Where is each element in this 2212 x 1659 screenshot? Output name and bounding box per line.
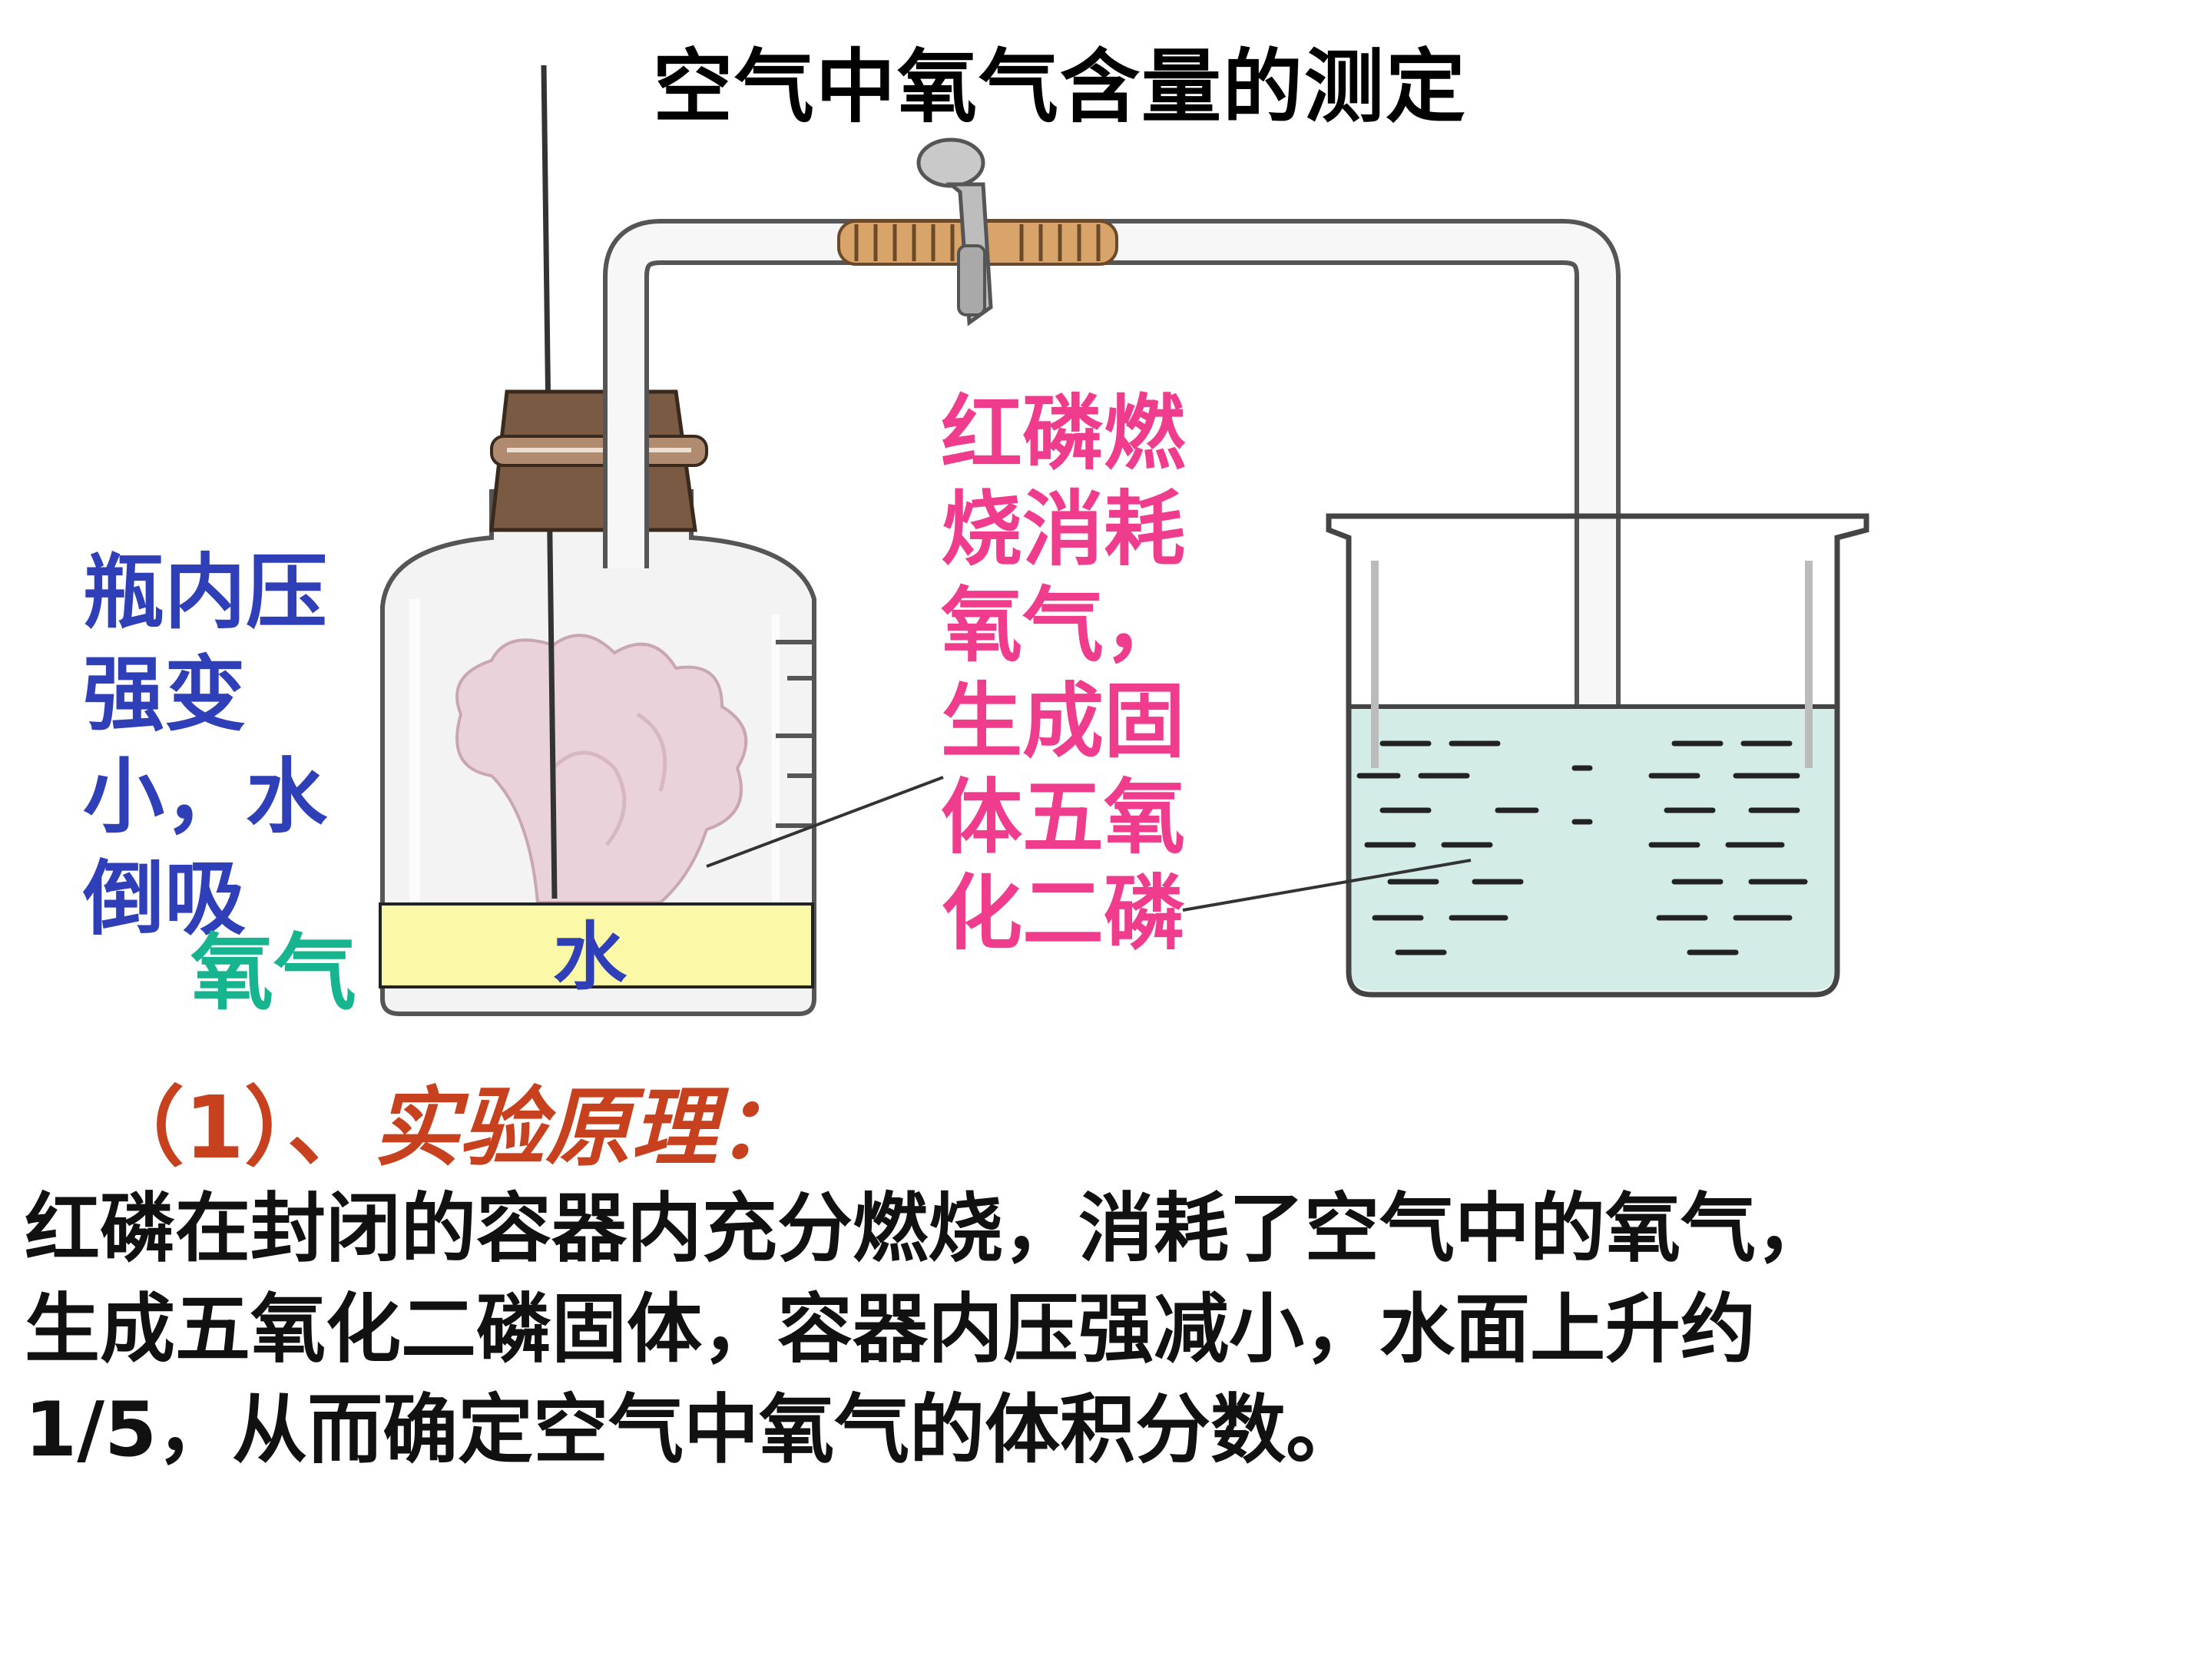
white-smoke (455, 634, 748, 904)
principle-text: 红磷在封闭的容器内充分燃烧，消耗了空气中的氧气， 生成五氧化二磷固体，容器内压强… (25, 1179, 2160, 1481)
water-label: 水 (553, 914, 627, 1000)
principle-line-1: 红磷在封闭的容器内充分燃烧，消耗了空气中的氧气， (25, 1185, 1832, 1273)
spring-clamp (916, 137, 993, 326)
section-heading: （1）、实验原理： (98, 1058, 803, 1183)
water-label-box (379, 902, 814, 988)
beaker-water (1350, 704, 1836, 991)
rubber-stopper (489, 389, 708, 532)
water-ripples (1356, 740, 1808, 955)
bottle-graduation-marks (776, 640, 814, 828)
pointer-lines (706, 776, 1472, 912)
section-number: （1）、 (98, 1078, 373, 1178)
principle-line-3: 1/5，从而确定空气中氧气的体积分数。 (25, 1386, 1362, 1474)
beaker (1326, 513, 1869, 998)
pressure-label: 瓶内压强变小，水倒吸 (83, 545, 327, 946)
page-title: 空气中氧气含量的测定 (652, 40, 1467, 134)
section-title: 实验原理： (373, 1078, 803, 1178)
combustion-label: 红磷燃烧消耗氧气，生成固体五氧化二磷 (941, 386, 1185, 961)
oxygen-label: 氧气 (190, 926, 357, 1022)
principle-line-2: 生成五氧化二磷固体，容器内压强减小，水面上升约 (25, 1286, 1757, 1373)
